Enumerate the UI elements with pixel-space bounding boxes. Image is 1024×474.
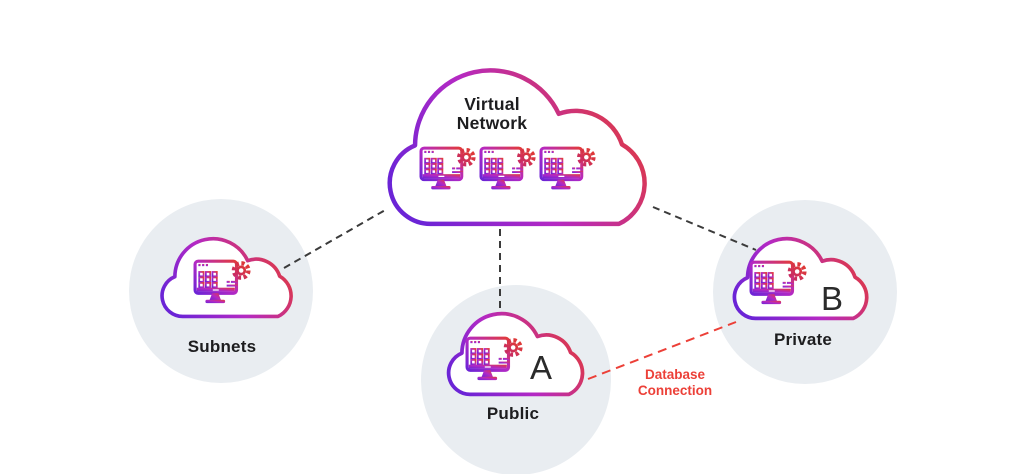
monitor-gear-icon bbox=[749, 260, 807, 312]
monitor-gear-icon bbox=[465, 336, 523, 388]
monitor-gear-icon bbox=[193, 259, 251, 311]
public-letter: A bbox=[530, 349, 553, 386]
monitor-gear-icon bbox=[419, 146, 476, 197]
subnets-label: Subnets bbox=[187, 337, 257, 356]
public-label: Public bbox=[486, 404, 540, 423]
connector-vnet-subnets bbox=[283, 208, 388, 269]
database-connection-label: Database Connection bbox=[637, 367, 713, 398]
monitor-gear-icon bbox=[539, 146, 596, 197]
private-label: Private bbox=[773, 330, 833, 349]
virtual-network-servers bbox=[419, 146, 596, 197]
monitor-gear-icon bbox=[479, 146, 536, 197]
private-letter: B bbox=[821, 280, 844, 317]
virtual-network-title: Virtual Network bbox=[456, 94, 528, 133]
connector-vnet-private bbox=[652, 206, 757, 251]
connector-database-public-private bbox=[587, 321, 737, 380]
